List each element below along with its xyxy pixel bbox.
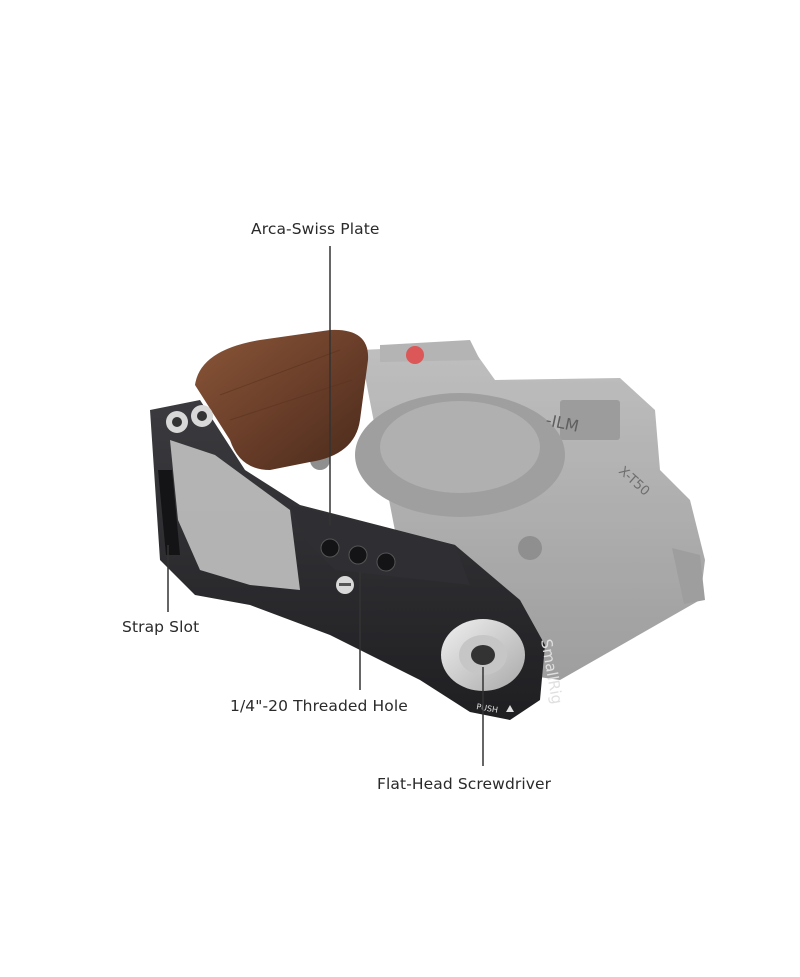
- threaded-holes: [320, 538, 396, 594]
- callout-threaded-hole: 1/4"-20 Threaded Hole: [230, 697, 408, 715]
- callout-arca-swiss-plate: Arca-Swiss Plate: [251, 220, 380, 238]
- camera-button: [518, 536, 542, 560]
- wooden-grip: [195, 329, 369, 470]
- up-triangle-icon: [506, 705, 514, 712]
- callout-strap-slot: Strap Slot: [122, 618, 200, 636]
- red-dial-icon: [406, 346, 424, 364]
- screwdriver-knob: [441, 619, 525, 691]
- strap-lug: [672, 548, 705, 604]
- strap-slot: [158, 470, 180, 555]
- callout-flat-head-screwdriver: Flat-Head Screwdriver: [377, 775, 552, 793]
- push-marking: PUSH: [476, 702, 499, 715]
- grip-screws: [166, 405, 213, 433]
- camera-hotshoe: [560, 400, 620, 440]
